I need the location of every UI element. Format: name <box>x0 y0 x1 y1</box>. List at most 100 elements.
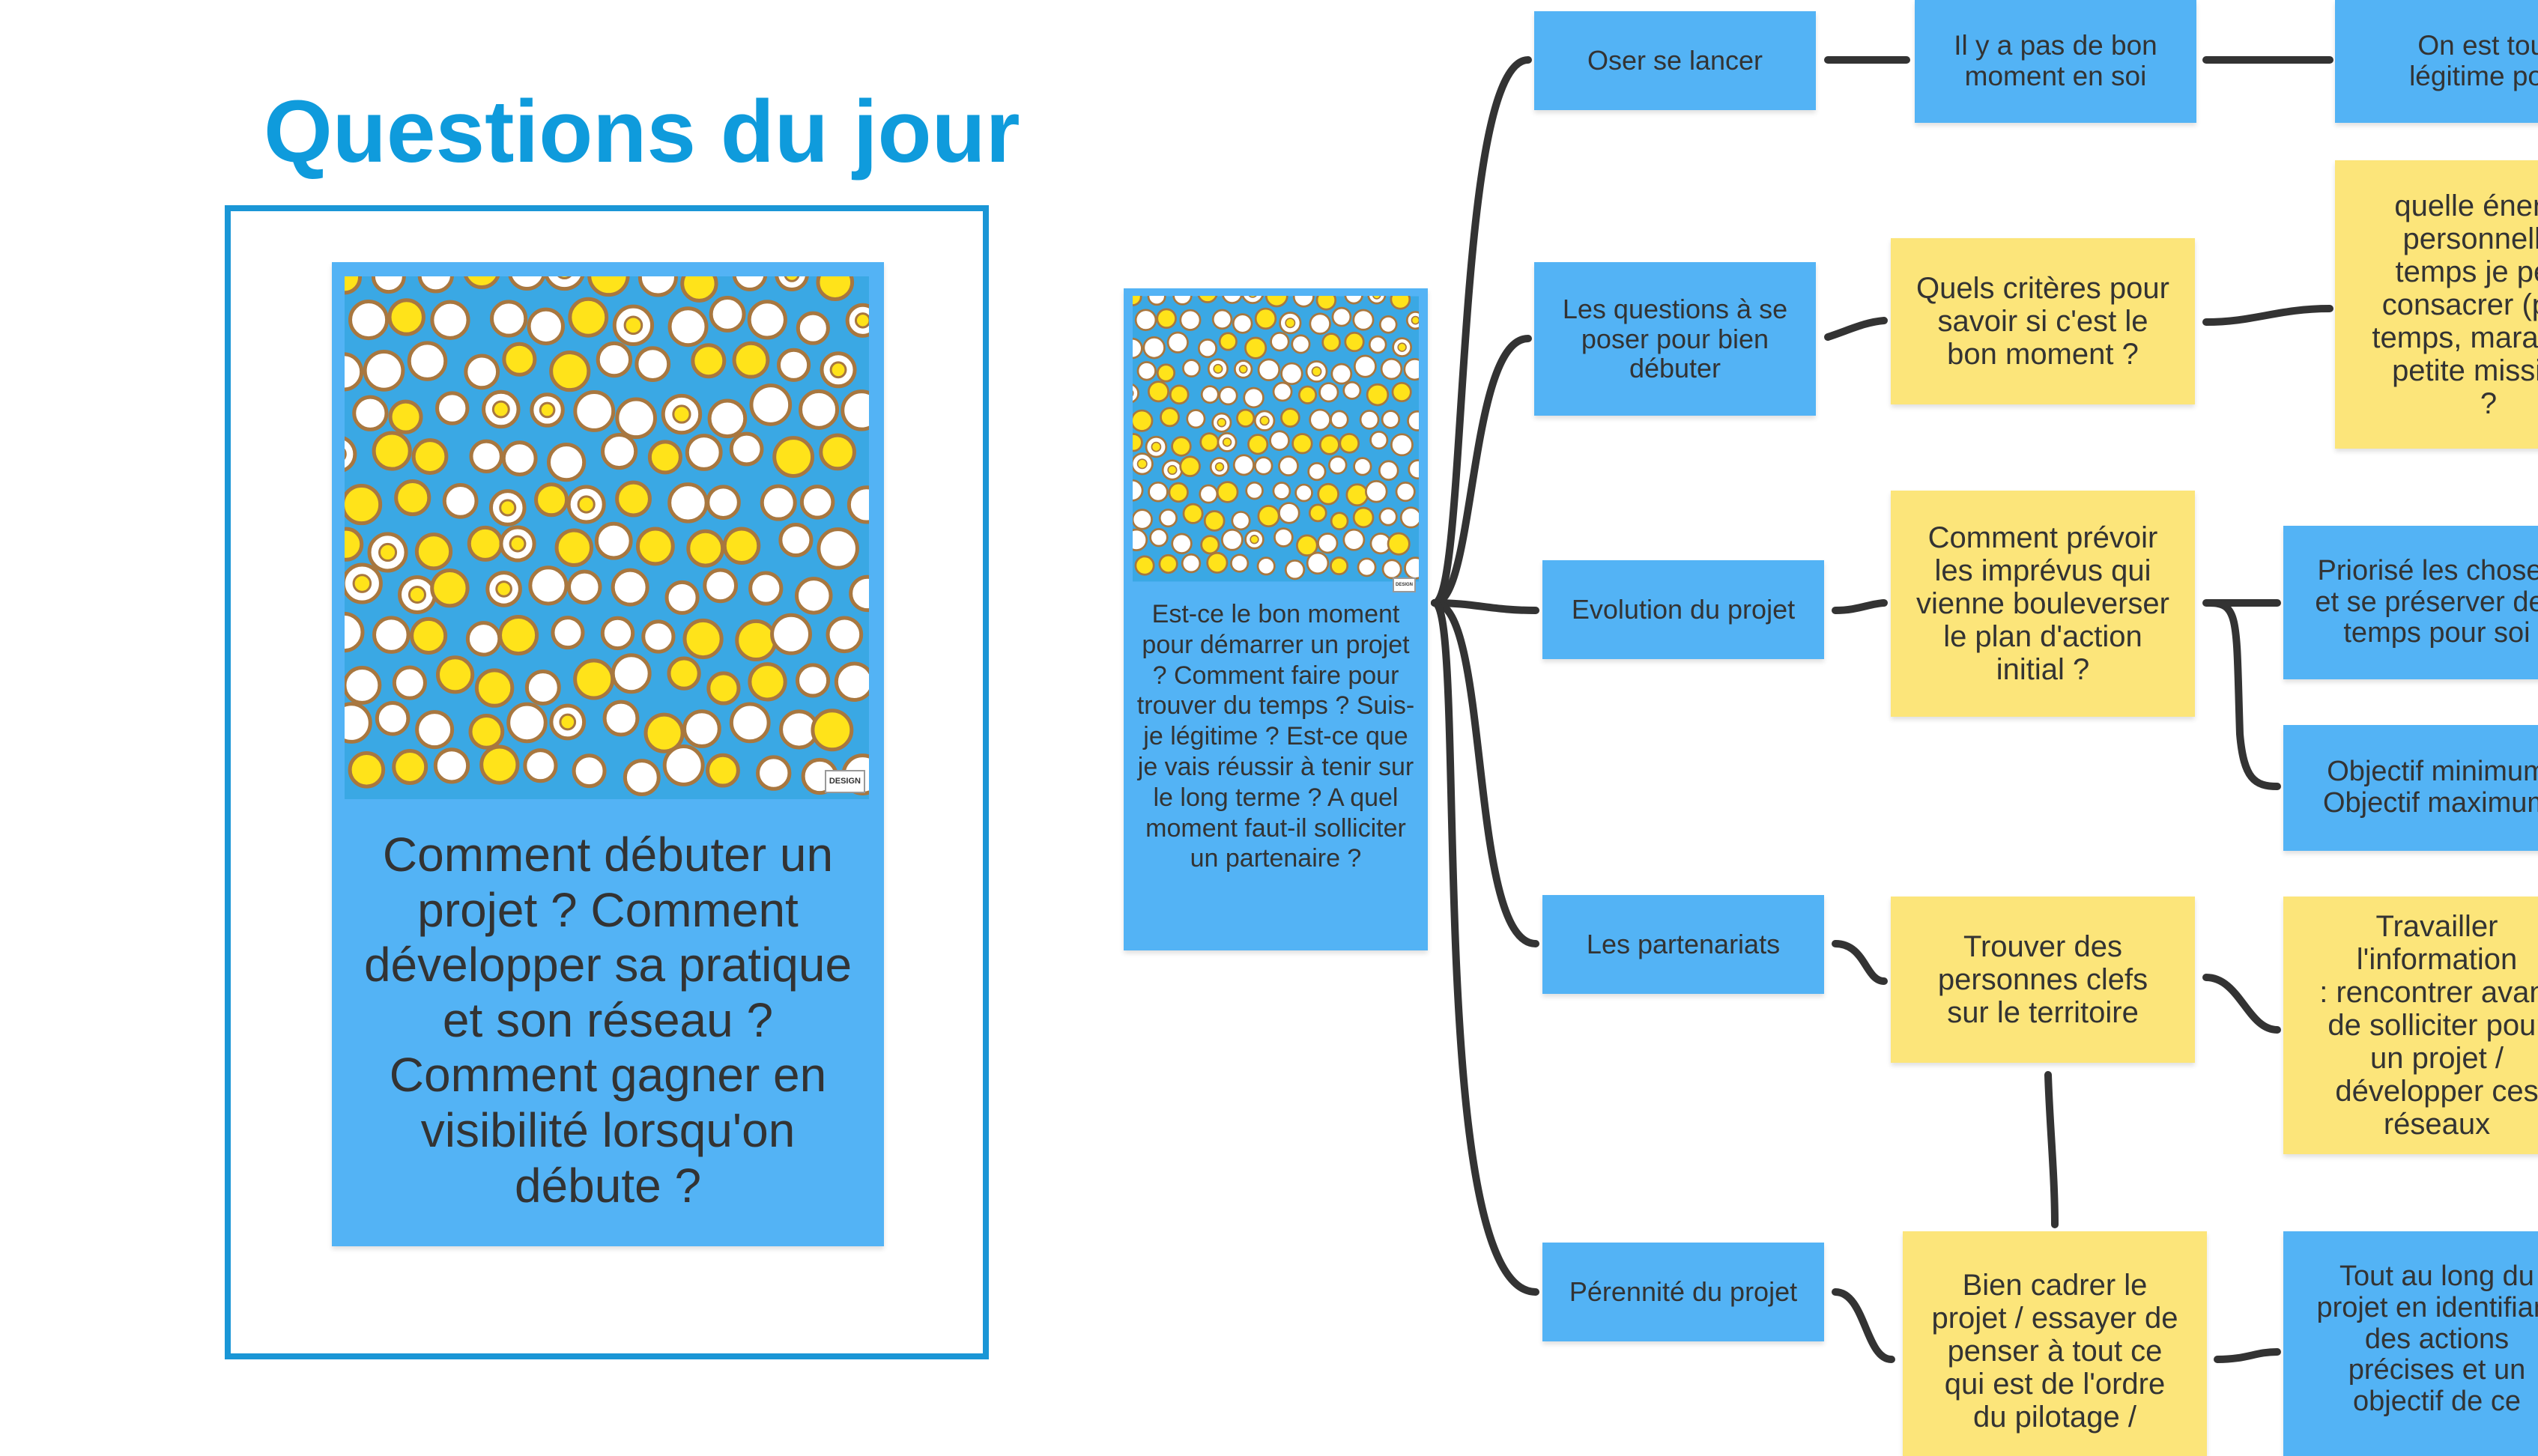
petal <box>392 749 428 785</box>
petal <box>508 276 546 291</box>
note-personnes-clefs[interactable]: Trouver des personnes clefs sur le terri… <box>1891 897 2195 1063</box>
petal <box>1147 380 1169 403</box>
note-tout-au-long[interactable]: Tout au long du projet en identifiant de… <box>2283 1231 2538 1456</box>
petal-center <box>408 585 427 604</box>
petal <box>643 712 685 753</box>
petal <box>1390 433 1414 457</box>
central-topic-card[interactable]: DESIGN Est-ce le bon moment pour démarre… <box>1124 288 1428 950</box>
note-text: On est tous légitime pour <box>2409 30 2538 91</box>
petal <box>1133 509 1153 530</box>
petal <box>1181 553 1202 574</box>
petal <box>345 611 365 653</box>
flower-pattern-image <box>345 276 869 799</box>
petal <box>709 296 746 333</box>
petal <box>611 653 652 694</box>
petal <box>682 709 721 748</box>
petal <box>1147 296 1166 306</box>
petal <box>1199 432 1220 452</box>
petal <box>1133 337 1143 360</box>
petal <box>1352 309 1375 331</box>
petal <box>749 383 793 426</box>
petal <box>573 658 615 700</box>
petal <box>345 352 364 392</box>
petal <box>1321 333 1341 352</box>
note-criteres[interactable]: Quels critères pour savoir si c'est le b… <box>1891 238 2195 404</box>
petal-center <box>829 361 847 379</box>
petal <box>567 569 602 605</box>
connector <box>2044 1071 2059 1228</box>
page-title: Questions du jour <box>264 82 1020 181</box>
petal <box>372 616 411 654</box>
petal-center <box>1151 441 1162 452</box>
petal <box>1200 535 1220 555</box>
petal <box>1296 534 1318 557</box>
petal <box>1381 559 1402 580</box>
petal <box>1197 296 1218 303</box>
petal <box>1149 527 1169 547</box>
note-objectifs[interactable]: Objectif minimum Objectif maximum <box>2283 725 2538 851</box>
note-imprevus[interactable]: Comment prévoir les imprévus qui vienne … <box>1891 491 2195 717</box>
note-bien-cadrer[interactable]: Bien cadrer le projet / essayer de pense… <box>1903 1231 2207 1456</box>
petal <box>501 440 538 477</box>
petal <box>1330 410 1349 429</box>
selection-frame[interactable] <box>225 205 989 1359</box>
petal <box>1399 506 1419 529</box>
petal <box>1182 359 1201 378</box>
main-question-card[interactable]: DESIGN Comment débuter un projet ? Comme… <box>332 262 884 1246</box>
branch-evolution[interactable]: Evolution du projet <box>1542 560 1824 659</box>
petal <box>363 349 405 392</box>
petal <box>1134 309 1157 331</box>
note-travailler-information[interactable]: Travailler l'information : rencontrer av… <box>2283 897 2538 1154</box>
petal <box>544 276 585 291</box>
petal <box>1345 483 1369 507</box>
petal-center <box>1250 535 1259 545</box>
petal <box>1408 459 1419 480</box>
petal <box>1378 460 1399 481</box>
petal <box>729 702 771 744</box>
petal <box>1241 296 1264 304</box>
petal <box>1156 363 1176 383</box>
branch-partenariats[interactable]: Les partenariats <box>1542 895 1824 994</box>
note-pas-de-bon-moment[interactable]: Il y a pas de bon moment en soi <box>1915 0 2196 123</box>
flower-pattern-image <box>1133 296 1419 582</box>
petal-center <box>1213 363 1223 374</box>
petal <box>1291 334 1311 354</box>
petal <box>1169 384 1190 405</box>
petal <box>722 527 761 565</box>
petal-center <box>1372 296 1381 300</box>
petal <box>414 533 453 571</box>
petal <box>1352 506 1375 529</box>
petal <box>502 342 537 377</box>
petal-center <box>1411 315 1419 325</box>
note-energie[interactable]: quelle énergie personnelle / temps je pe… <box>2335 160 2538 449</box>
note-legitime[interactable]: On est tous légitime pour <box>2335 0 2538 123</box>
petal <box>345 276 362 295</box>
petal-center <box>1311 366 1322 377</box>
branch-perennite[interactable]: Pérennité du projet <box>1542 1243 1824 1341</box>
note-prioriser[interactable]: Priorisé les choses et se préserver des … <box>2283 526 2538 679</box>
petal <box>819 433 856 471</box>
petal <box>770 613 812 655</box>
petal <box>1378 507 1398 527</box>
petal <box>1216 481 1239 503</box>
petal <box>1318 434 1340 455</box>
petal <box>664 580 700 615</box>
petal <box>747 300 787 340</box>
petal <box>1404 556 1419 580</box>
connector <box>1431 335 1532 607</box>
petal <box>547 443 587 482</box>
petal <box>1280 407 1300 428</box>
petal <box>600 616 635 651</box>
petal <box>1315 296 1337 311</box>
petal <box>1257 358 1281 382</box>
petal <box>465 621 502 657</box>
petal <box>1368 335 1387 354</box>
petal <box>1327 455 1348 475</box>
branch-questions[interactable]: Les questions à se poser pour bien début… <box>1534 262 1816 416</box>
branch-oser-se-lancer[interactable]: Oser se lancer <box>1534 11 1816 110</box>
petal <box>1378 315 1398 334</box>
petal <box>1231 511 1251 531</box>
petal <box>1367 296 1387 305</box>
connector <box>1832 599 1888 614</box>
petal <box>1200 385 1220 404</box>
